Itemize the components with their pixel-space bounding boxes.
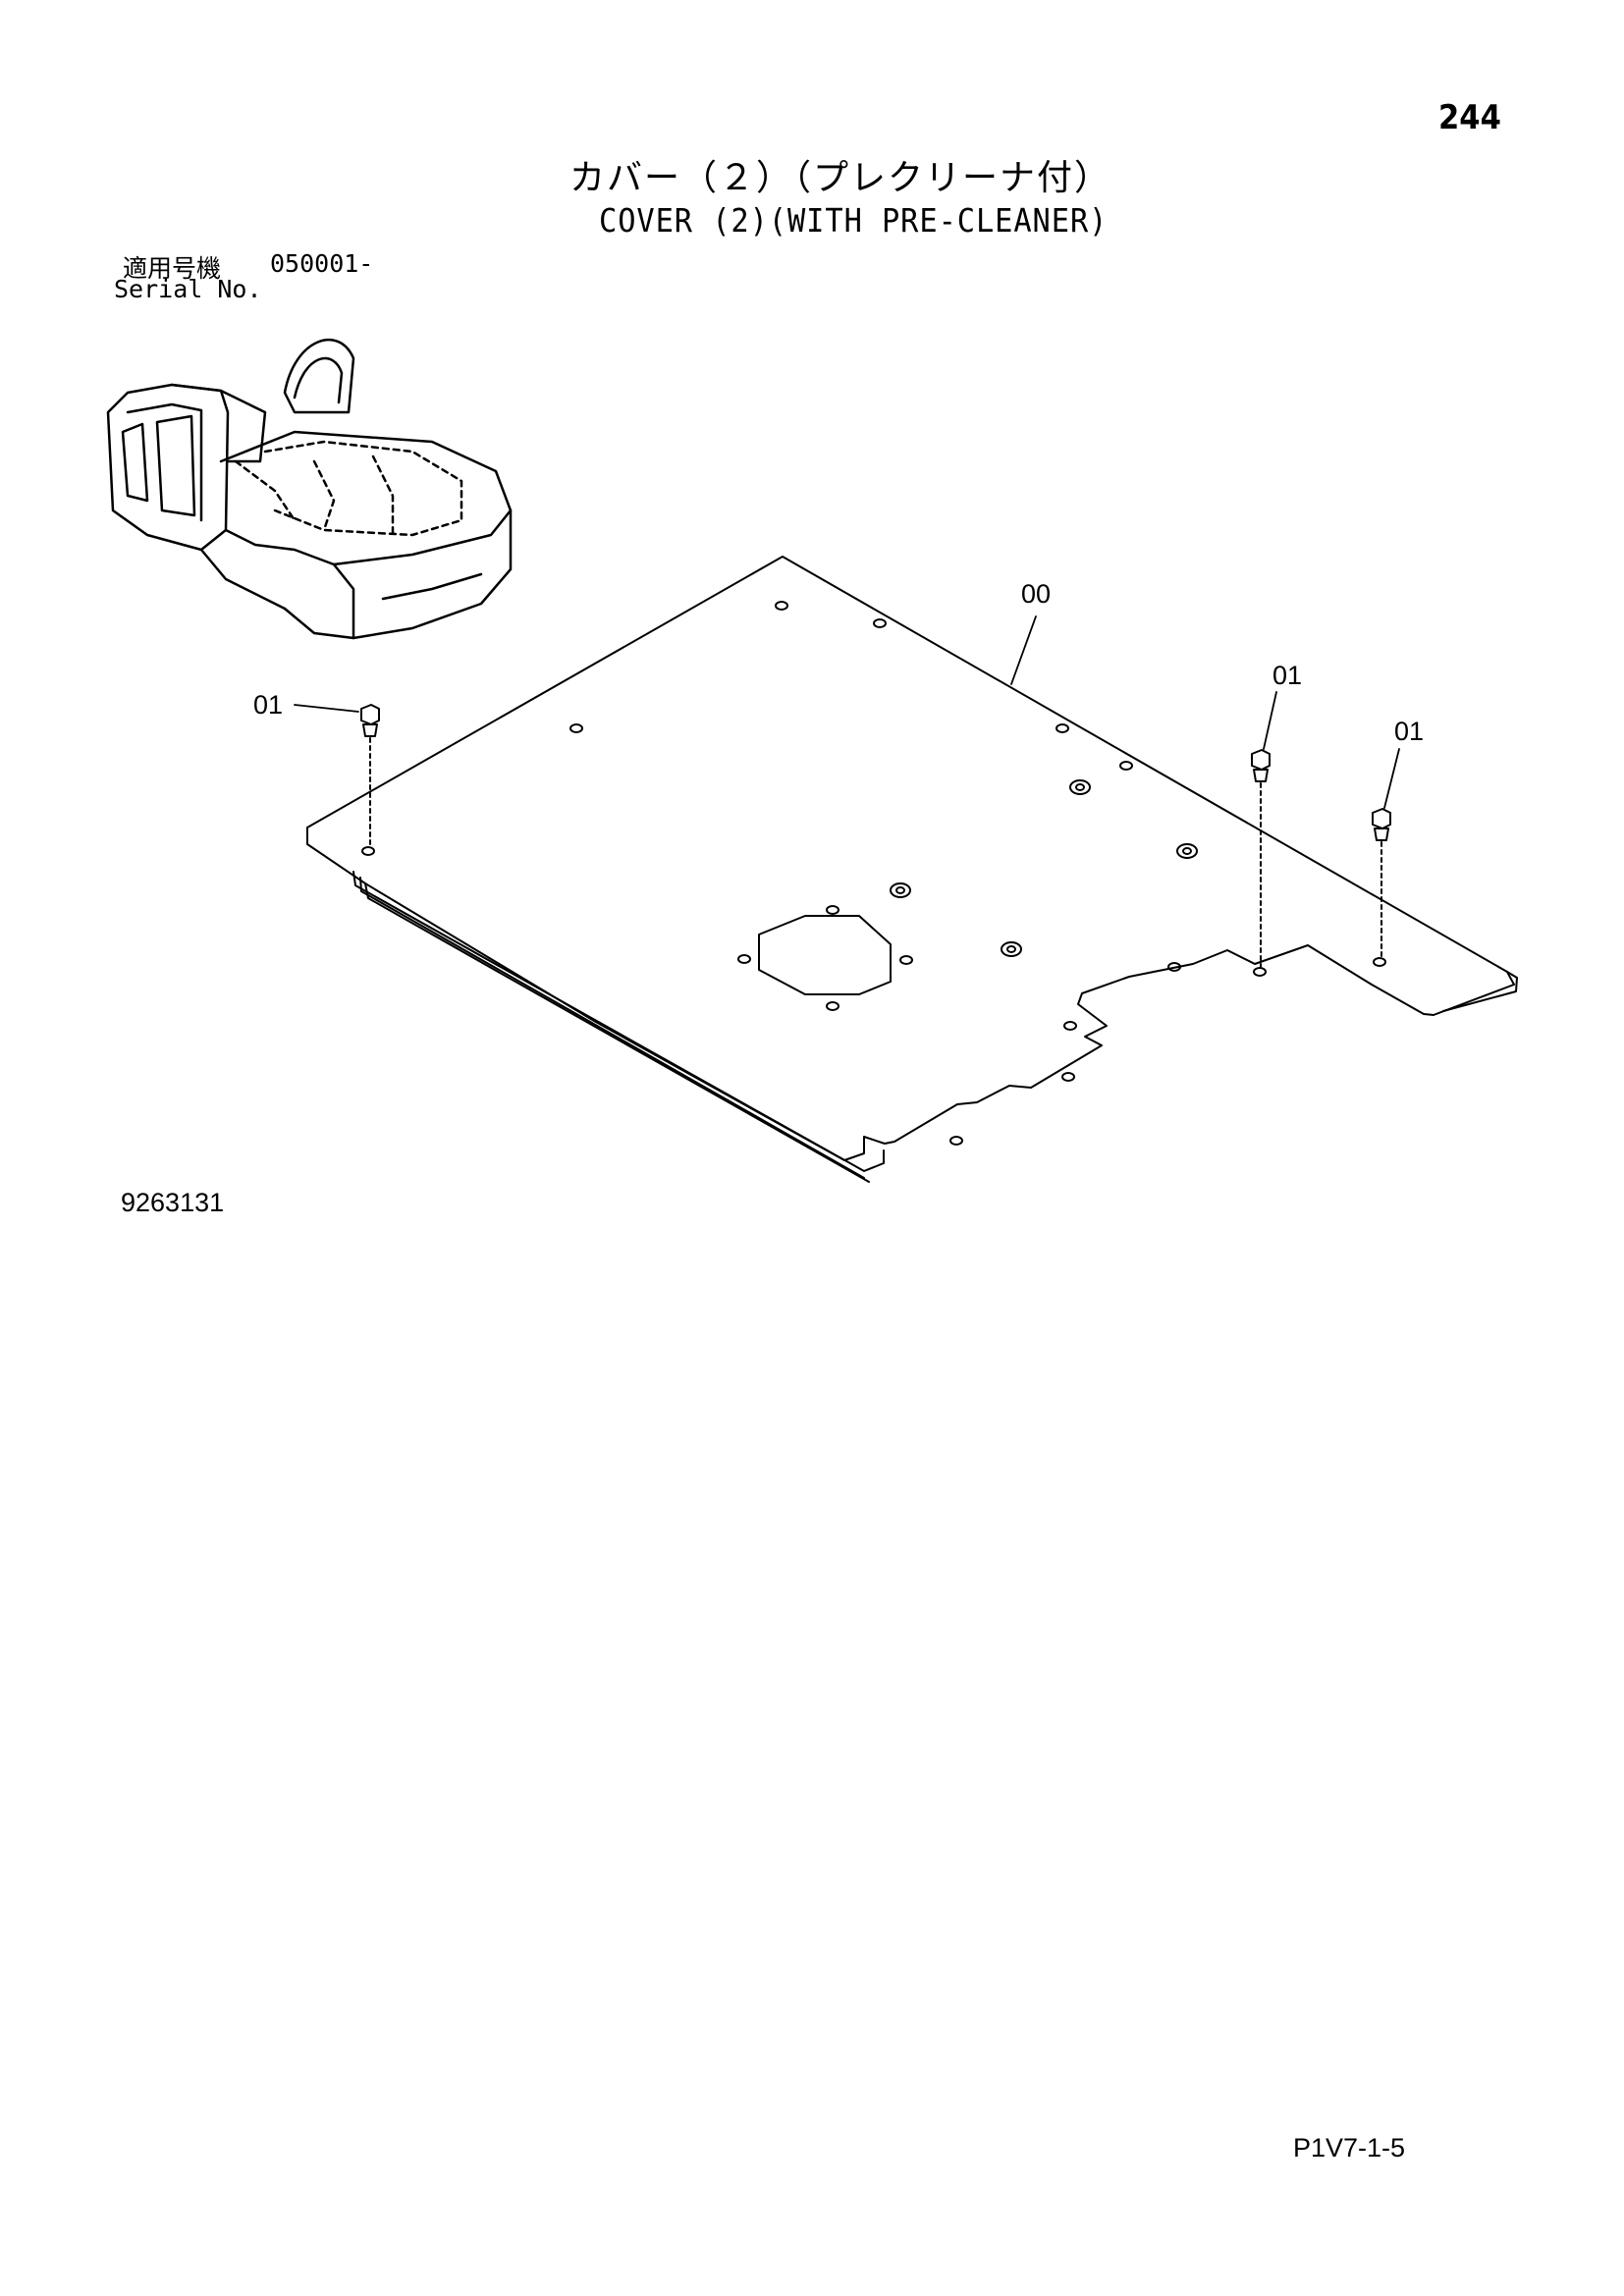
leader-lines bbox=[294, 615, 1400, 809]
bolt-icon bbox=[360, 704, 1391, 968]
page-title-english: COVER (2)(WITH PRE-CLEANER) bbox=[599, 201, 1109, 240]
page-number: 244 bbox=[1438, 98, 1501, 137]
cover-plate bbox=[306, 556, 1518, 1183]
mounting-holes bbox=[361, 601, 1386, 1146]
page-title-japanese: カバー（２）（プレクリーナ付） bbox=[569, 158, 1112, 198]
drawing-number: 9263131 bbox=[121, 1188, 225, 1217]
callout-part-01-right: 01 bbox=[1394, 717, 1425, 746]
serial-label-english: Serial No. bbox=[114, 275, 262, 303]
excavator-locator-icon bbox=[106, 339, 513, 640]
serial-label-japanese: 適用号機 bbox=[123, 254, 222, 283]
callout-part-01-mid: 01 bbox=[1272, 661, 1303, 690]
callout-part-00: 00 bbox=[1021, 579, 1052, 609]
callout-part-01-left: 01 bbox=[253, 690, 284, 720]
page-code: P1V7-1-5 bbox=[1293, 2133, 1406, 2163]
serial-range: 050001- bbox=[270, 249, 374, 278]
